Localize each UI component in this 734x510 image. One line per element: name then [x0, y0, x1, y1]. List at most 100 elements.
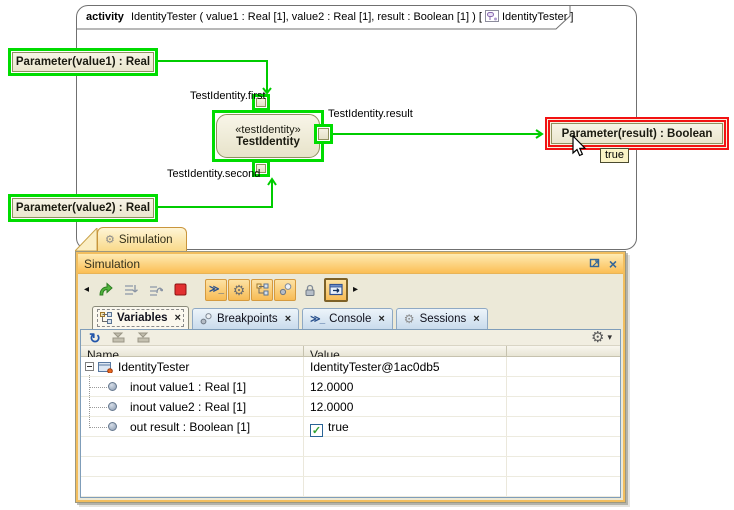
- lock-button[interactable]: [299, 279, 321, 301]
- simulation-toolbar: ◂: [78, 274, 623, 305]
- row-name: inout value1 : Real [1]: [130, 380, 247, 394]
- tab-strip-corner: [75, 228, 98, 252]
- step-over-icon: [149, 285, 163, 296]
- parameter-node-value2-label: Parameter(value2) : Real: [12, 198, 154, 218]
- simulation-window: ⚙ Simulation Simulation × ◂: [75, 227, 631, 503]
- simulation-panel: Simulation × ◂: [75, 251, 626, 503]
- pin-label-result: TestIdentity.result: [328, 108, 413, 120]
- column-divider: [506, 357, 507, 497]
- tab-sessions[interactable]: ⚙ Sessions ×: [395, 308, 488, 329]
- gear-icon: ⚙: [105, 233, 115, 246]
- toolbar-overflow-right-icon[interactable]: ▸: [353, 284, 359, 295]
- variable-icon: [108, 382, 117, 391]
- tab-console-label: Console: [329, 313, 372, 325]
- table-row-empty: [81, 477, 620, 497]
- breakpoints-icon: [200, 313, 212, 325]
- variables-panel: ↻ ⚙ ▾: [80, 329, 621, 498]
- checkbox-checked[interactable]: ✓: [310, 424, 323, 437]
- export-icon[interactable]: [111, 331, 126, 344]
- tab-console[interactable]: ≫_ Console ×: [302, 308, 393, 329]
- table-row[interactable]: out result : Boolean [1] ✓ true: [81, 417, 620, 437]
- tree-expander-collapse[interactable]: [85, 362, 94, 371]
- lock-icon: [305, 284, 315, 296]
- variables-toolbar: ↻ ⚙ ▾: [81, 330, 620, 346]
- action-name: TestIdentity: [236, 136, 300, 148]
- panel-title: Simulation: [84, 256, 141, 271]
- frame-kind-label: activity: [86, 11, 124, 23]
- activity-frame-header: activity IdentityTester ( value1 : Real …: [86, 10, 574, 23]
- tab-breakpoints-label: Breakpoints: [216, 313, 278, 325]
- terminate-button[interactable]: [169, 279, 191, 301]
- action-stereotype: «testIdentity»: [235, 124, 301, 136]
- activity-frame[interactable]: [76, 5, 637, 250]
- detach-window-icon: [328, 283, 343, 296]
- row-name: out result : Boolean [1]: [130, 420, 251, 434]
- console-toggle-button[interactable]: ≫_: [205, 278, 228, 301]
- step-over-button[interactable]: [144, 279, 166, 301]
- simulation-window-tab[interactable]: ⚙ Simulation: [97, 227, 187, 252]
- resume-icon: [99, 282, 113, 296]
- toolbar-overflow-left-icon[interactable]: ◂: [84, 284, 90, 295]
- console-icon: ≫_: [310, 313, 325, 325]
- output-pin-result[interactable]: [314, 124, 333, 144]
- action-node-testidentity[interactable]: «testIdentity» TestIdentity: [212, 110, 324, 162]
- table-row[interactable]: inout value1 : Real [1] 12.0000: [81, 377, 620, 397]
- panel-titlebar: Simulation ×: [78, 254, 623, 274]
- resume-button[interactable]: [94, 279, 116, 301]
- parameter-node-value1-label: Parameter(value1) : Real: [12, 52, 154, 72]
- chevron-down-icon: ▾: [607, 332, 612, 342]
- row-value: 12.0000: [310, 400, 354, 414]
- row-value: ✓ true: [310, 420, 349, 437]
- variables-tree-icon: [100, 312, 112, 324]
- variables-tree-icon: [256, 283, 269, 296]
- tree-line: [90, 407, 107, 408]
- activity-diagram-icon: [484, 10, 499, 22]
- input-pin-second[interactable]: [252, 160, 270, 177]
- tree-line: [90, 387, 107, 388]
- mouse-cursor: [572, 135, 587, 157]
- simulation-config-toggle-button[interactable]: ⚙: [228, 278, 251, 301]
- pin-label-second: TestIdentity.second: [167, 168, 261, 180]
- tab-sessions-label: Sessions: [419, 313, 467, 325]
- parameter-node-value2[interactable]: Parameter(value2) : Real: [8, 194, 158, 222]
- column-divider: [303, 357, 304, 497]
- input-pin-first[interactable]: [252, 94, 270, 111]
- row-value: 12.0000: [310, 380, 354, 394]
- frame-ref-name: IdentityTester ]: [501, 11, 574, 23]
- options-menu-button[interactable]: ⚙ ▾: [591, 330, 612, 345]
- step-into-button[interactable]: [119, 279, 141, 301]
- console-icon: ≫_: [209, 284, 224, 295]
- breakpoints-toggle-button[interactable]: [274, 278, 297, 301]
- table-row[interactable]: inout value2 : Real [1] 12.0000: [81, 397, 620, 417]
- step-into-icon: [124, 284, 138, 295]
- variable-icon: [108, 422, 117, 431]
- variables-table: IdentityTester IdentityTester@1ac0db5 in…: [81, 357, 620, 497]
- tree-line: [89, 375, 90, 428]
- gear-icon: ⚙: [232, 281, 246, 298]
- float-window-icon[interactable]: [589, 258, 601, 269]
- refresh-icon[interactable]: ↻: [89, 329, 101, 346]
- close-icon[interactable]: ×: [608, 255, 617, 272]
- close-icon[interactable]: ×: [284, 313, 292, 325]
- pin-label-first: TestIdentity.first: [190, 90, 266, 102]
- open-in-new-window-button[interactable]: [324, 277, 349, 302]
- column-divider[interactable]: [303, 346, 304, 356]
- variable-icon: [108, 402, 117, 411]
- import-icon[interactable]: [136, 331, 151, 344]
- close-icon[interactable]: ×: [174, 312, 181, 324]
- table-row[interactable]: IdentityTester IdentityTester@1ac0db5: [81, 357, 620, 377]
- panel-tabs: Variables × Breakpoints × ≫_: [78, 305, 623, 329]
- close-icon[interactable]: ×: [378, 313, 385, 325]
- simulation-window-tab-label: Simulation: [118, 234, 173, 246]
- tab-breakpoints[interactable]: Breakpoints ×: [191, 308, 300, 329]
- parameter-node-result-label: Parameter(result) : Boolean: [551, 123, 723, 144]
- variables-toggle-button[interactable]: [251, 278, 274, 301]
- row-name: inout value2 : Real [1]: [130, 400, 247, 414]
- tab-variables[interactable]: Variables ×: [92, 306, 189, 329]
- table-header: Name Value: [81, 346, 620, 362]
- column-divider[interactable]: [506, 346, 507, 356]
- row-value-text: true: [328, 420, 349, 434]
- close-icon[interactable]: ×: [473, 313, 480, 325]
- row-name: IdentityTester: [118, 360, 190, 374]
- parameter-node-value1[interactable]: Parameter(value1) : Real: [8, 48, 158, 76]
